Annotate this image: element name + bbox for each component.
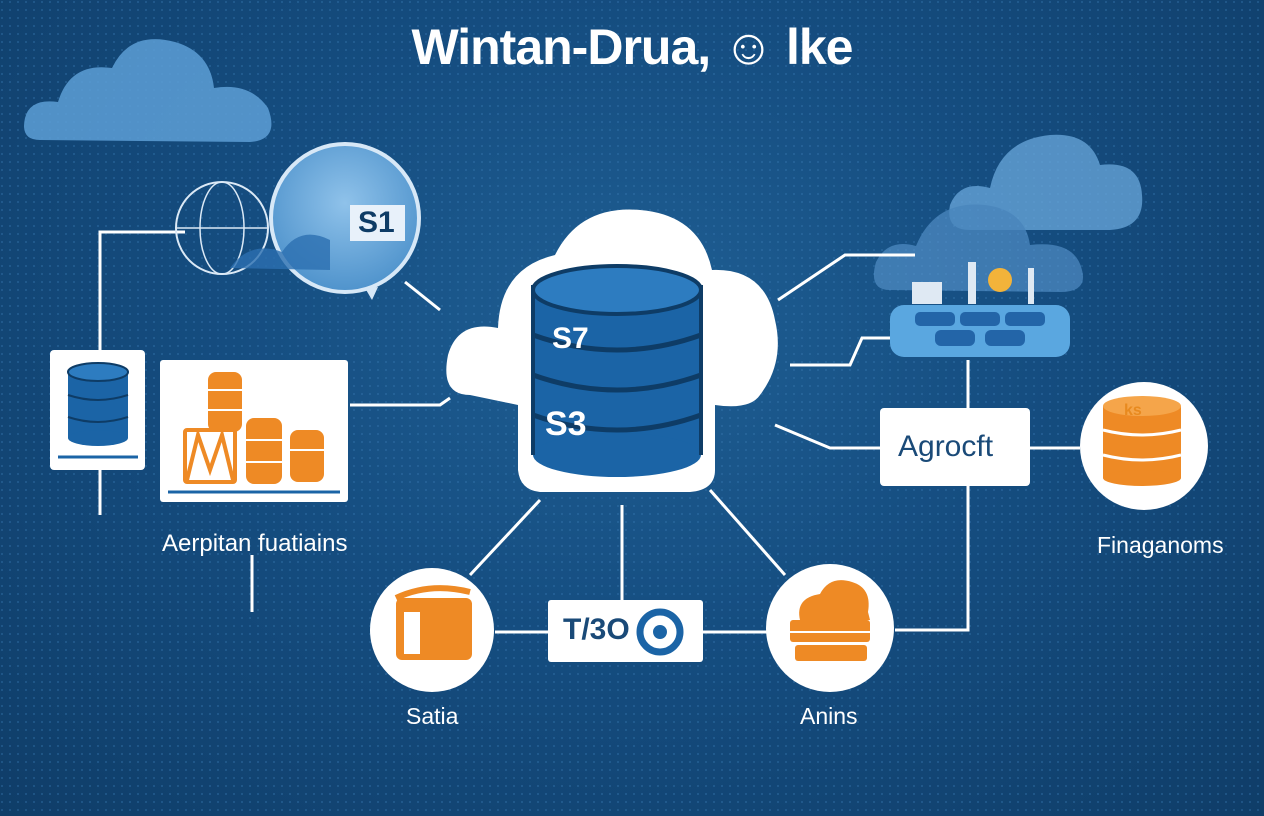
right-orange-database-node	[1080, 382, 1208, 510]
cloud-storage-node	[175, 142, 421, 300]
central-db-mid-label: S3	[545, 405, 587, 443]
central-db-top-label: S7	[552, 322, 589, 355]
bottom-center-node	[548, 600, 703, 662]
cloud-icon-top-left	[24, 39, 272, 142]
database-icon-left	[67, 362, 129, 446]
storage-box-icon-group	[183, 372, 324, 484]
cloud-icon-orange	[790, 580, 870, 661]
agro-box	[880, 408, 1030, 486]
database-icon-central	[531, 264, 703, 477]
left-group-caption: Aerpitan fuatiains	[162, 530, 348, 557]
factory-icon	[890, 262, 1070, 357]
gear-icon	[636, 608, 684, 656]
bottom-center-label: T/3O	[563, 613, 630, 646]
central-database-node	[446, 209, 778, 492]
right-db-caption: Finaganoms	[1097, 532, 1224, 558]
storage-box-icon-bottom-left	[394, 585, 472, 660]
bottom-right-node	[766, 564, 894, 692]
orange-db-badge: ks	[1124, 402, 1142, 419]
bottom-right-caption: Anins	[800, 703, 858, 729]
bottom-left-caption: Satia	[406, 703, 459, 729]
gear-icon-small	[988, 268, 1012, 292]
connector-lines	[98, 230, 1080, 634]
left-database-card	[50, 350, 145, 470]
left-storage-group-card	[160, 360, 348, 502]
cloud-storage-label: S1	[358, 206, 395, 239]
agro-box-label: Agrocft	[898, 430, 994, 463]
database-icon-orange	[1102, 396, 1182, 486]
bottom-left-node	[370, 568, 494, 692]
diagram-title: Wintan-Drua, ☺ lke	[411, 19, 854, 75]
